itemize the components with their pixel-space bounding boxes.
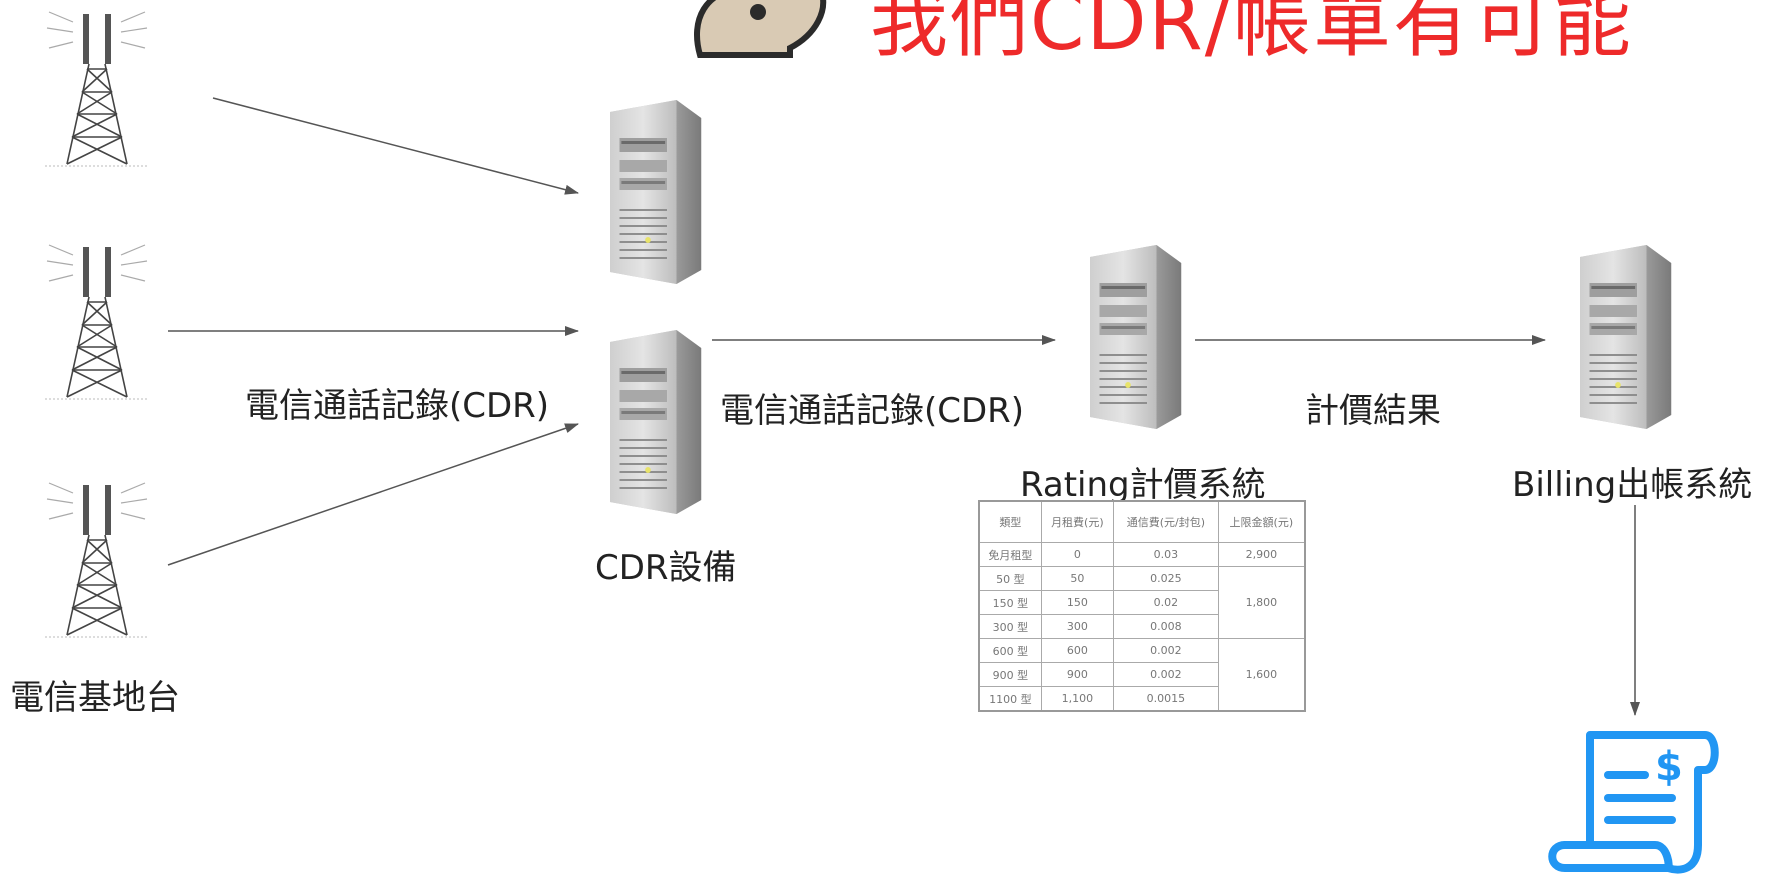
table-cell: 0.002 bbox=[1113, 638, 1219, 663]
table-cell: 0.008 bbox=[1113, 614, 1219, 639]
table-cell: 0.002 bbox=[1113, 662, 1219, 687]
label-cdr-mid: 電信通話記錄(CDR) bbox=[720, 391, 1025, 431]
thinking-person-icon bbox=[694, 0, 827, 58]
rate-table: 類型 月租費(元) 通信費(元/封包) 上限金額(元) 免月租型 0 0.03 … bbox=[978, 500, 1306, 712]
table-cell: 900 bbox=[1040, 662, 1115, 687]
table-cell: 1,600 bbox=[1217, 638, 1306, 712]
dollar-sign-icon: $ bbox=[1655, 744, 1683, 790]
table-cell: 1,100 bbox=[1040, 686, 1115, 712]
label-cdr-device: CDR設備 bbox=[595, 548, 737, 588]
table-cell: 1,800 bbox=[1217, 566, 1306, 639]
table-row: 1100 型 1,100 0.0015 bbox=[978, 686, 1305, 712]
label-cdr-left: 電信通話記錄(CDR) bbox=[245, 386, 550, 426]
table-cell: 600 bbox=[1040, 638, 1115, 663]
server-tower-icon bbox=[1579, 244, 1673, 430]
table-cell: 2,900 bbox=[1217, 542, 1306, 567]
table-header: 月租費(元) bbox=[1040, 500, 1115, 543]
table-header: 通信費(元/封包) bbox=[1113, 500, 1219, 543]
page-title: 我們CDR/帳單有可能 bbox=[870, 0, 1634, 68]
arrow-tower1-to-cdr bbox=[212, 97, 579, 195]
table-cell: 600 型 bbox=[978, 638, 1042, 663]
table-cell: 1100 型 bbox=[978, 686, 1042, 712]
table-header: 類型 bbox=[978, 500, 1042, 543]
table-row: 900 型 900 0.002 bbox=[978, 662, 1305, 687]
invoice-dollar-icon bbox=[1548, 731, 1719, 874]
arrow-tower3-to-cdr bbox=[167, 423, 579, 566]
table-cell: 0.025 bbox=[1113, 566, 1219, 591]
table-cell: 50 型 bbox=[978, 566, 1042, 591]
table-header-row: 類型 月租費(元) 通信費(元/封包) 上限金額(元) bbox=[978, 500, 1306, 543]
server-tower-icon bbox=[1089, 244, 1183, 430]
table-cell: 900 型 bbox=[978, 662, 1042, 687]
table-cell: 0.02 bbox=[1113, 590, 1219, 615]
label-rating-result: 計價結果 bbox=[1305, 391, 1441, 431]
server-tower-icon bbox=[609, 99, 703, 285]
table-cell: 150 bbox=[1040, 590, 1115, 615]
table-cell: 0.03 bbox=[1113, 542, 1219, 567]
table-cell: 0.0015 bbox=[1113, 686, 1219, 712]
label-billing-system: Billing出帳系統 bbox=[1512, 465, 1753, 505]
table-header: 上限金額(元) bbox=[1217, 500, 1306, 543]
server-tower-icon bbox=[609, 329, 703, 515]
table-row: 50 型 50 0.025 1,800 bbox=[978, 566, 1306, 639]
label-rating-system: Rating計價系統 bbox=[1020, 465, 1266, 505]
table-cell: 50 bbox=[1040, 566, 1115, 591]
table-row: 600 型 600 0.002 1,600 bbox=[978, 638, 1306, 712]
table-cell: 150 型 bbox=[978, 590, 1042, 615]
table-cell: 0 bbox=[1040, 542, 1115, 567]
cell-tower-icon bbox=[44, 482, 150, 638]
table-cell: 300 bbox=[1040, 614, 1115, 639]
label-base-station: 電信基地台 bbox=[10, 678, 180, 718]
table-cell: 免月租型 bbox=[978, 542, 1042, 567]
table-cell: 300 型 bbox=[978, 614, 1042, 639]
table-row: 免月租型 0 0.03 2,900 bbox=[978, 542, 1306, 567]
cell-tower-icon bbox=[44, 11, 150, 167]
cell-tower-icon bbox=[44, 244, 150, 400]
